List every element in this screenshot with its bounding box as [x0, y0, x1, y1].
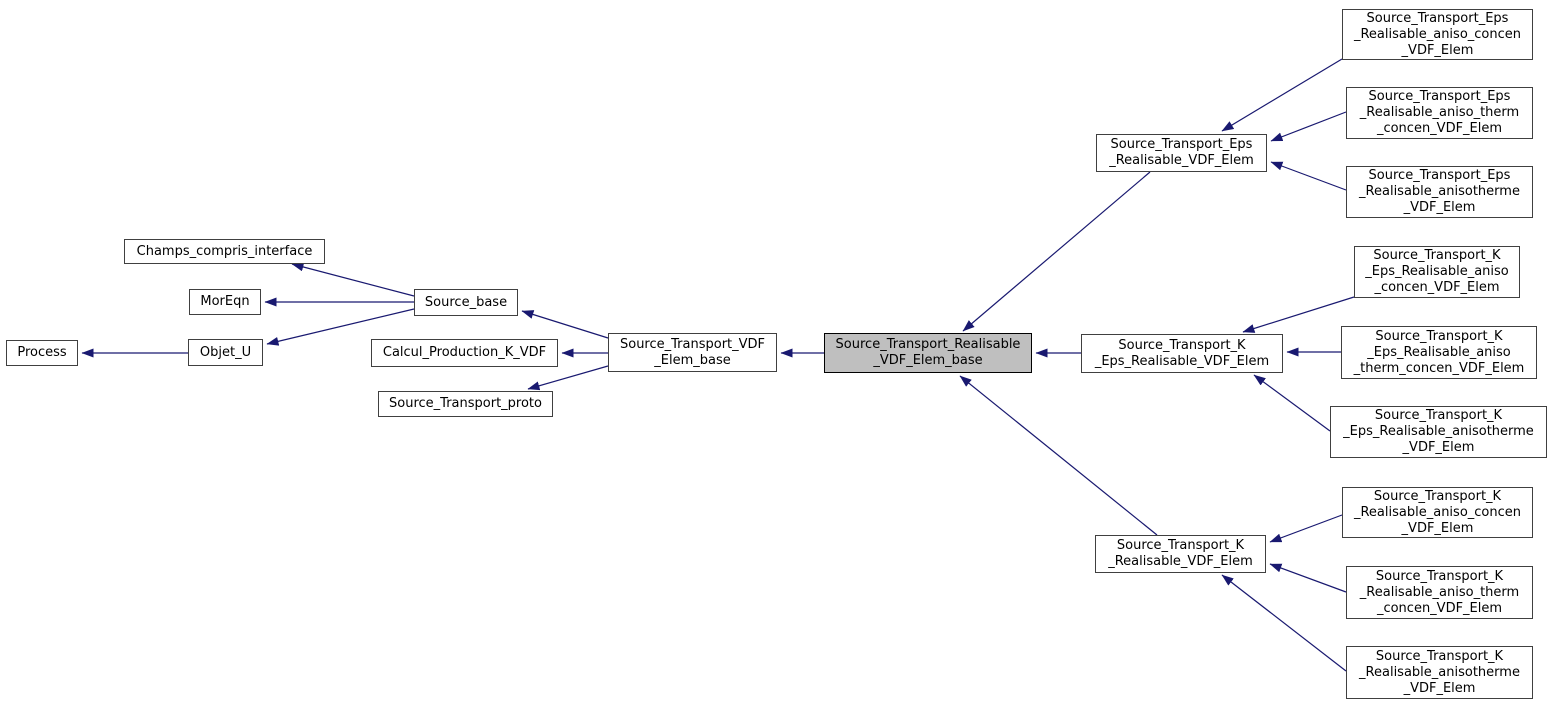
node-eps-realisable-aniso-concen-vdf-elem[interactable]: Source_Transport_Eps _Realisable_aniso_c… [1342, 9, 1533, 60]
node-objet-u-label: Objet_U [199, 344, 252, 360]
node-source-transport-eps-realisable-vdf-elem[interactable]: Source_Transport_Eps _Realisable_VDF_Ele… [1096, 134, 1267, 172]
node-moreqn[interactable]: MorEqn [189, 289, 261, 315]
edge-k_eps_aniso_concen-k_eps_realisable [1242, 296, 1355, 333]
node-k-eps-realisable-aniso-therm-concen-vdf-elem[interactable]: Source_Transport_K _Eps_Realisable_aniso… [1341, 326, 1537, 379]
node-source-base[interactable]: Source_base [414, 289, 518, 316]
edge-k_aniso_therm_concen-k_realisable [1269, 563, 1347, 593]
node-source-transport-proto-label: Source_Transport_proto [389, 396, 542, 411]
node-k-realisable-aniso-concen-vdf-elem[interactable]: Source_Transport_K _Realisable_aniso_con… [1342, 487, 1533, 538]
node-source-transport-proto[interactable]: Source_Transport_proto [378, 391, 553, 417]
edge-source_base-objet_u [266, 308, 415, 346]
node-champs-compris-interface-label: Champs_compris_interface [136, 243, 313, 259]
node-k-realisable-aniso-concen-vdf-elem-label: Source_Transport_K _Realisable_aniso_con… [1353, 488, 1521, 536]
edge-vdf_elem_base-source_base [521, 310, 609, 339]
node-k-eps-realisable-aniso-therm-concen-vdf-elem-label: Source_Transport_K _Eps_Realisable_aniso… [1353, 328, 1525, 376]
node-source-transport-eps-realisable-vdf-elem-label: Source_Transport_Eps _Realisable_VDF_Ele… [1109, 137, 1254, 168]
node-source-transport-vdf-elem-base-label: Source_Transport_VDF _Elem_base [619, 336, 766, 368]
edge-eps_anisotherme-eps_realisable [1270, 161, 1347, 191]
node-calcul-production-k-vdf[interactable]: Calcul_Production_K_VDF [371, 339, 558, 367]
node-process[interactable]: Process [6, 340, 78, 366]
node-eps-realisable-anisotherme-vdf-elem-label: Source_Transport_Eps _Realisable_anisoth… [1359, 168, 1520, 215]
edge-k_anisotherme-k_realisable [1221, 574, 1347, 672]
node-eps-realisable-aniso-concen-vdf-elem-label: Source_Transport_Eps _Realisable_aniso_c… [1353, 10, 1521, 58]
node-source-transport-k-realisable-vdf-elem-label: Source_Transport_K _Realisable_VDF_Elem [1108, 538, 1253, 569]
node-source-transport-k-eps-realisable-vdf-elem[interactable]: Source_Transport_K _Eps_Realisable_VDF_E… [1081, 334, 1283, 373]
node-source-transport-k-realisable-vdf-elem[interactable]: Source_Transport_K _Realisable_VDF_Elem [1095, 535, 1266, 573]
node-objet-u[interactable]: Objet_U [188, 339, 263, 366]
node-k-realisable-anisotherme-vdf-elem-label: Source_Transport_K _Realisable_anisother… [1359, 648, 1520, 696]
node-eps-realisable-anisotherme-vdf-elem[interactable]: Source_Transport_Eps _Realisable_anisoth… [1346, 166, 1533, 218]
node-k-eps-realisable-aniso-concen-vdf-elem-label: Source_Transport_K _Eps_Realisable_aniso… [1365, 248, 1509, 295]
edge-k_eps_anisotherme-k_eps_realisable [1253, 374, 1331, 432]
node-source-transport-k-eps-realisable-vdf-elem-label: Source_Transport_K _Eps_Realisable_VDF_E… [1094, 337, 1270, 369]
edge-vdf_elem_base-source_transport_proto [527, 365, 609, 391]
node-champs-compris-interface[interactable]: Champs_compris_interface [124, 239, 325, 264]
node-k-eps-realisable-aniso-concen-vdf-elem[interactable]: Source_Transport_K _Eps_Realisable_aniso… [1354, 246, 1520, 298]
edge-k_realisable-realisable_vdf_elem_base [959, 375, 1158, 536]
edge-eps_aniso_concen-eps_realisable [1221, 58, 1343, 132]
node-eps-realisable-aniso-therm-concen-vdf-elem-label: Source_Transport_Eps _Realisable_aniso_t… [1359, 89, 1520, 136]
edge-k_aniso_concen-k_realisable [1269, 514, 1343, 543]
node-source-base-label: Source_base [424, 294, 508, 310]
edge-eps_realisable-realisable_vdf_elem_base [962, 171, 1151, 332]
edge-source_base-champs_compris_interface [291, 262, 415, 297]
node-k-eps-realisable-anisotherme-vdf-elem-label: Source_Transport_K _Eps_Realisable_aniso… [1343, 408, 1534, 455]
node-source-transport-realisable-vdf-elem-base-label: Source_Transport_Realisable _VDF_Elem_ba… [835, 337, 1021, 368]
node-k-realisable-aniso-therm-concen-vdf-elem[interactable]: Source_Transport_K _Realisable_aniso_the… [1346, 566, 1533, 619]
node-source-transport-vdf-elem-base[interactable]: Source_Transport_VDF _Elem_base [608, 333, 777, 372]
node-calcul-production-k-vdf-label: Calcul_Production_K_VDF [382, 345, 547, 360]
node-eps-realisable-aniso-therm-concen-vdf-elem[interactable]: Source_Transport_Eps _Realisable_aniso_t… [1346, 87, 1533, 139]
node-source-transport-realisable-vdf-elem-base: Source_Transport_Realisable _VDF_Elem_ba… [824, 333, 1032, 373]
node-process-label: Process [17, 345, 67, 360]
node-k-realisable-aniso-therm-concen-vdf-elem-label: Source_Transport_K _Realisable_aniso_the… [1359, 568, 1520, 616]
node-k-realisable-anisotherme-vdf-elem[interactable]: Source_Transport_K _Realisable_anisother… [1346, 646, 1533, 699]
node-moreqn-label: MorEqn [200, 294, 250, 309]
edge-eps_aniso_therm_concen-eps_realisable [1270, 111, 1347, 142]
node-k-eps-realisable-anisotherme-vdf-elem[interactable]: Source_Transport_K _Eps_Realisable_aniso… [1330, 406, 1547, 458]
